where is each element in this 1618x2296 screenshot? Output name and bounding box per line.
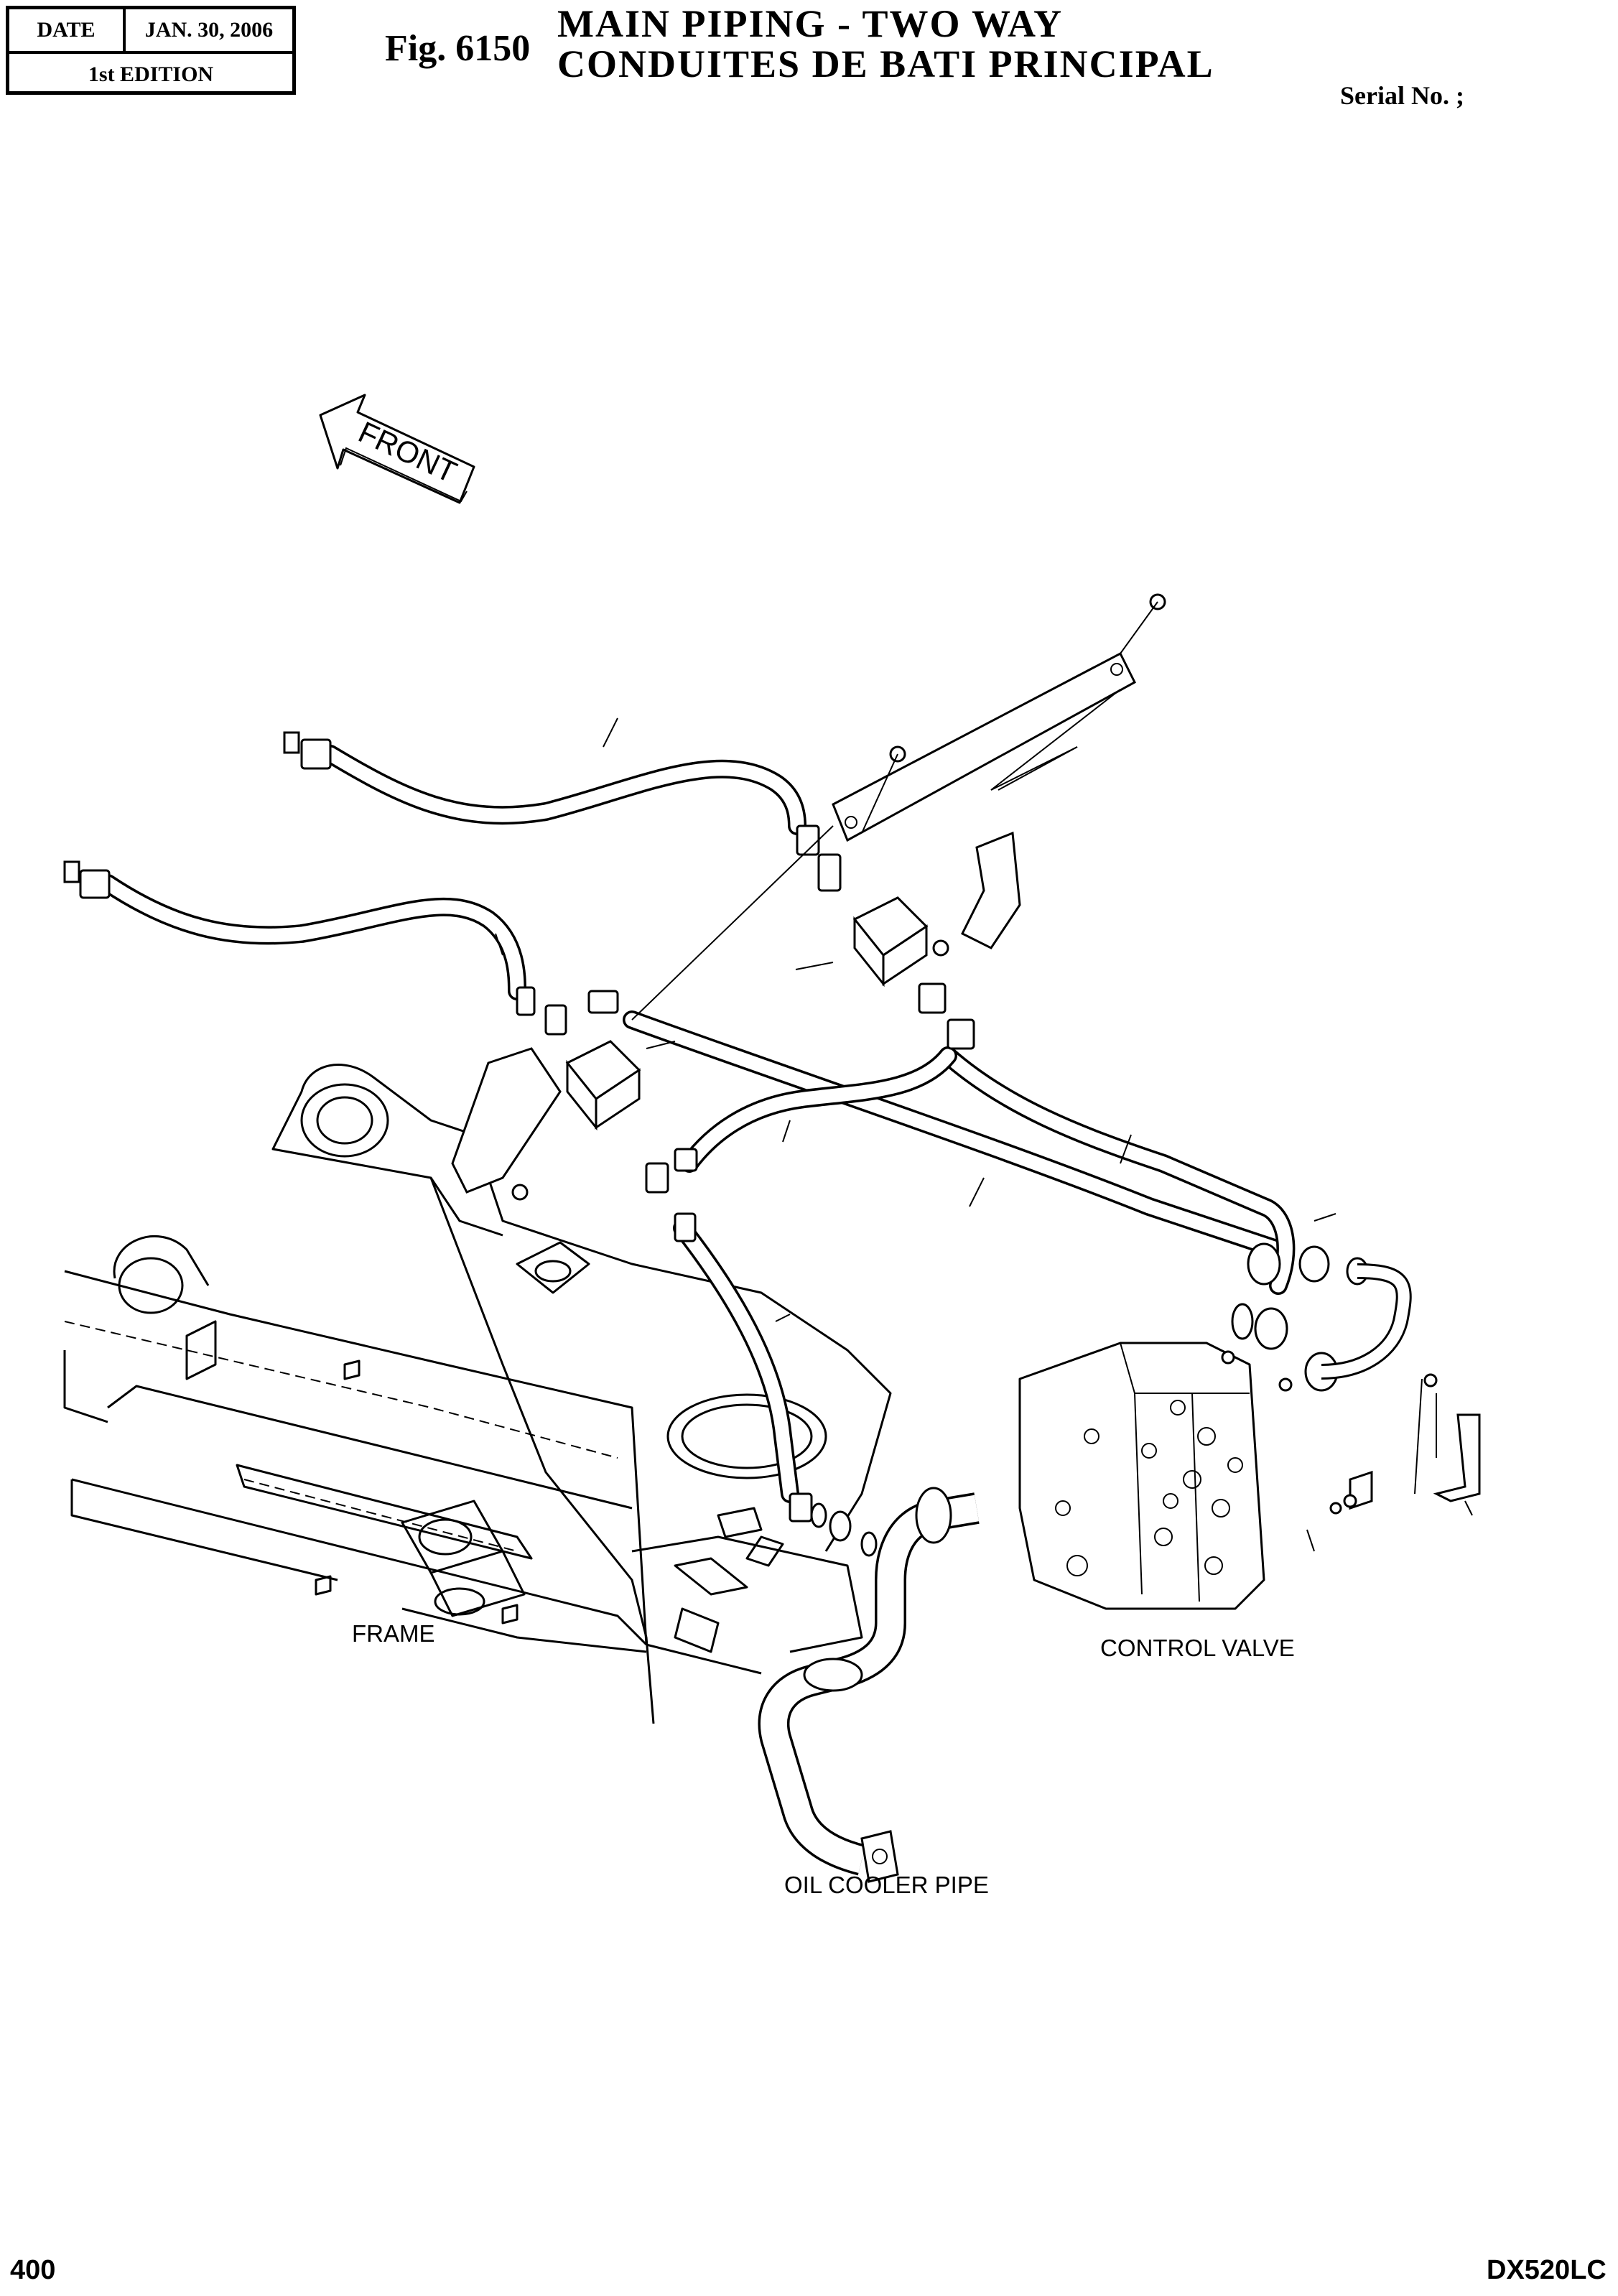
serial-number: Serial No. ; xyxy=(1340,81,1464,110)
date-label: DATE xyxy=(9,9,126,51)
control-valve xyxy=(1018,1342,1265,1610)
hose-to-control xyxy=(673,1219,799,1503)
hose-to-valve xyxy=(680,1046,957,1173)
mounting-bracket-top xyxy=(832,651,1136,842)
fittings xyxy=(511,593,1481,1557)
front-arrow: FRONT xyxy=(319,394,475,504)
edition-row: 1st EDITION xyxy=(9,54,292,95)
relief-valve-lower xyxy=(565,1040,641,1131)
frame-structure xyxy=(63,1064,892,1724)
hose-long-upper xyxy=(939,1046,1296,1295)
bracket-right xyxy=(960,831,1021,949)
date-row: DATE JAN. 30, 2006 xyxy=(9,9,292,54)
date-value: JAN. 30, 2006 xyxy=(144,18,274,42)
hose-middle-left xyxy=(63,860,526,1000)
figure-number: Fig. 6150 xyxy=(385,28,531,69)
title-french: CONDUITES DE BATI PRINCIPAL xyxy=(557,42,1214,85)
title-english: MAIN PIPING - TWO WAY xyxy=(557,2,1064,45)
frame-label: FRAME xyxy=(352,1620,435,1647)
oil-cooler-pipe xyxy=(758,1487,980,1883)
control-valve-label: CONTROL VALVE xyxy=(1100,1635,1295,1661)
model-number: DX520LC xyxy=(1487,2255,1607,2285)
bracket-left xyxy=(451,1047,562,1194)
edition-label: 1st EDITION xyxy=(88,62,214,86)
leader-lines xyxy=(495,601,1473,1552)
edition-info-box: DATE JAN. 30, 2006 1st EDITION xyxy=(6,6,296,95)
hose-upper-left xyxy=(283,731,806,835)
oil-cooler-pipe-label: OIL COOLER PIPE xyxy=(784,1872,989,1898)
page-number: 400 xyxy=(10,2255,56,2285)
relief-valve-upper xyxy=(852,896,929,987)
hose-long-lower xyxy=(623,1010,1288,1259)
